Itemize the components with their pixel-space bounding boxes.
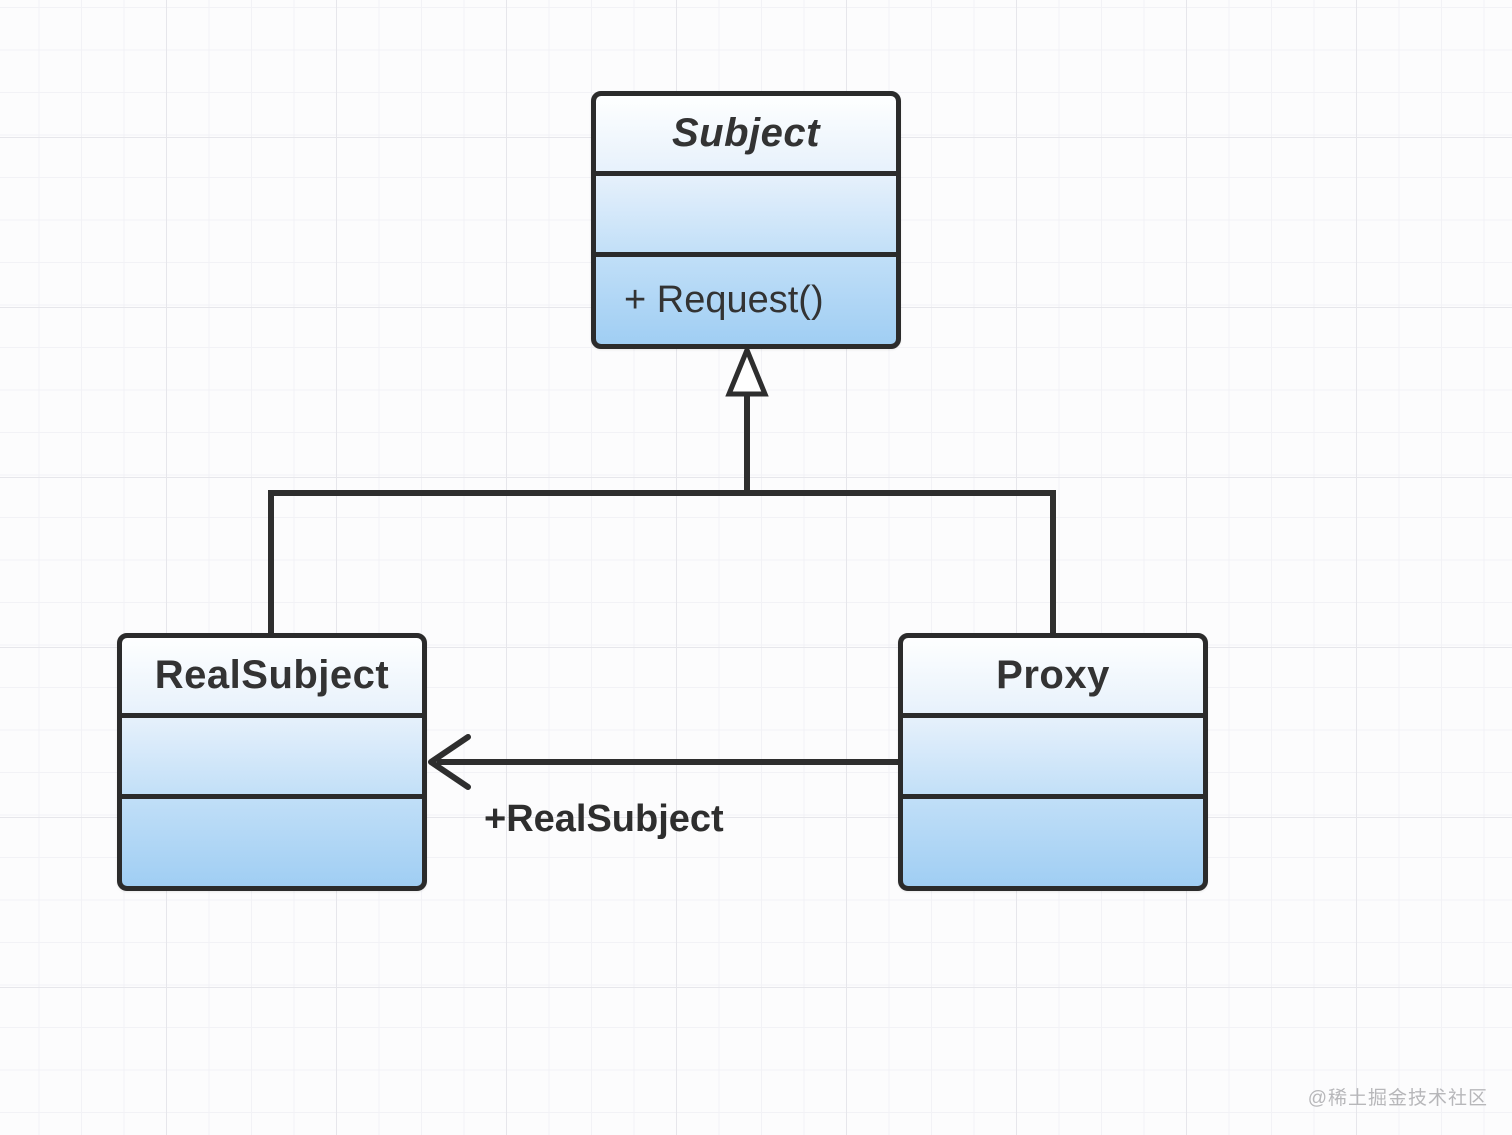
association-label: +RealSubject (484, 798, 724, 840)
class-methods-subject: + Request() (624, 279, 824, 321)
class-attributes-realsubject (122, 718, 422, 799)
class-title-realsubject: RealSubject (122, 638, 422, 718)
watermark-text: @稀土掘金技术社区 (1307, 1088, 1488, 1109)
class-box-realsubject: RealSubject (117, 633, 427, 891)
class-box-proxy: Proxy (898, 633, 1208, 891)
class-attributes-proxy (903, 718, 1203, 799)
class-attributes-subject (596, 176, 896, 257)
association-arrowhead-icon (428, 734, 471, 790)
class-methods-proxy (903, 799, 1203, 886)
class-title-subject: Subject (596, 96, 896, 176)
class-title-proxy: Proxy (903, 638, 1203, 718)
generalization-arrowhead-icon (725, 343, 769, 397)
class-box-subject: Subject + Request() (591, 91, 901, 349)
class-methods-realsubject (122, 799, 422, 886)
